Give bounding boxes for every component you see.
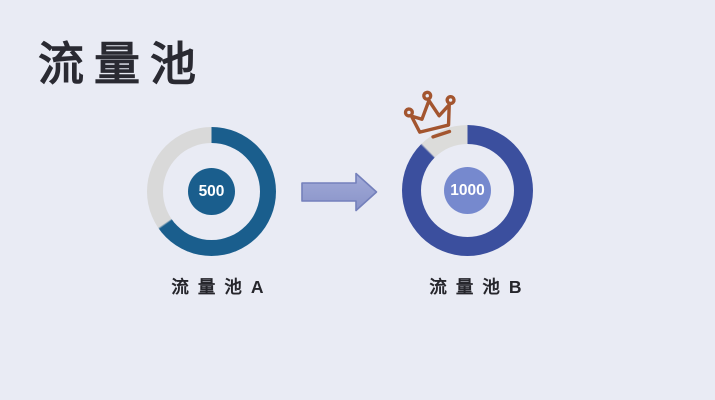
right-arrow-icon	[301, 172, 378, 212]
pool-b-value: 1000	[450, 181, 485, 199]
pool-b-donut-ring: 1000	[402, 125, 533, 256]
slide-title: 流量池	[38, 37, 206, 91]
pool-a-value: 500	[198, 182, 225, 200]
pool-a-value-disk: 500	[188, 168, 235, 215]
pool-a-label: 流量池A	[171, 277, 273, 297]
pool-b-label: 流量池B	[429, 277, 531, 297]
pool-a-donut-ring: 500	[147, 127, 276, 256]
crown-icon	[403, 90, 456, 139]
pool-b-value-disk: 1000	[444, 167, 491, 214]
